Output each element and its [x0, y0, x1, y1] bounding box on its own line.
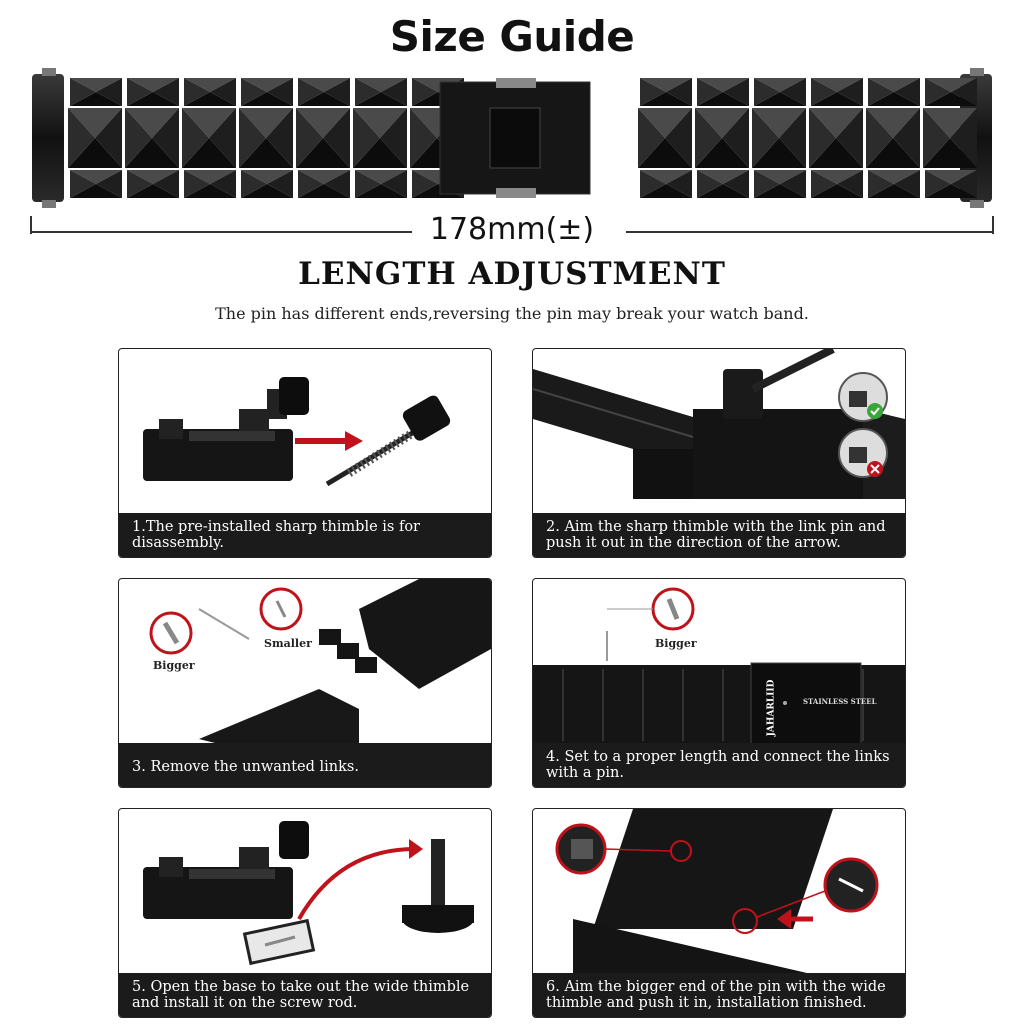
length-label: 178mm(±): [429, 212, 595, 247]
step-1-caption: 1.The pre-installed sharp thimble is for…: [119, 513, 491, 557]
smaller-label-3: Smaller: [264, 637, 312, 650]
bigger-label-4: Bigger: [655, 637, 697, 650]
step-3-caption: 3. Remove the unwanted links.: [119, 743, 491, 787]
measure-line-right: [626, 231, 994, 233]
step-5-panel: 5. Open the base to take out the wide th…: [118, 808, 492, 1018]
step-4-illustration: [533, 587, 905, 750]
measure-line-left: [30, 231, 412, 233]
step-5-illustration: [143, 821, 474, 966]
watch-band-image: [32, 68, 992, 208]
step-1-illustration: [143, 377, 451, 487]
bigger-label-3: Bigger: [153, 659, 195, 672]
section-heading: LENGTH ADJUSTMENT: [298, 256, 726, 292]
measure-tick-left: [30, 216, 32, 234]
step-2-caption: 2. Aim the sharp thimble with the link p…: [533, 513, 905, 557]
measure-tick-right: [992, 216, 994, 234]
step-6-panel: 6. Aim the bigger end of the pin with th…: [532, 808, 906, 1018]
step-3-panel: Bigger Smaller 3. Remove the unwanted li…: [118, 578, 492, 788]
step-4-panel: Bigger JAHARLIID STAINLESS STEEL 4. Set …: [532, 578, 906, 788]
step-2-panel: 2. Aim the sharp thimble with the link p…: [532, 348, 906, 558]
step-6-caption: 6. Aim the bigger end of the pin with th…: [533, 973, 905, 1017]
brand-label: JAHARLIID: [766, 679, 777, 737]
warning-text: The pin has different ends,reversing the…: [215, 304, 809, 323]
page-title: Size Guide: [389, 12, 635, 61]
clasp-text: STAINLESS STEEL: [803, 697, 877, 706]
step-4-caption: 4. Set to a proper length and connect th…: [533, 743, 905, 787]
step-3-illustration: [149, 579, 491, 744]
step-1-panel: 1.The pre-installed sharp thimble is for…: [118, 348, 492, 558]
step-2-illustration: [533, 349, 905, 499]
step-5-caption: 5. Open the base to take out the wide th…: [119, 973, 491, 1017]
